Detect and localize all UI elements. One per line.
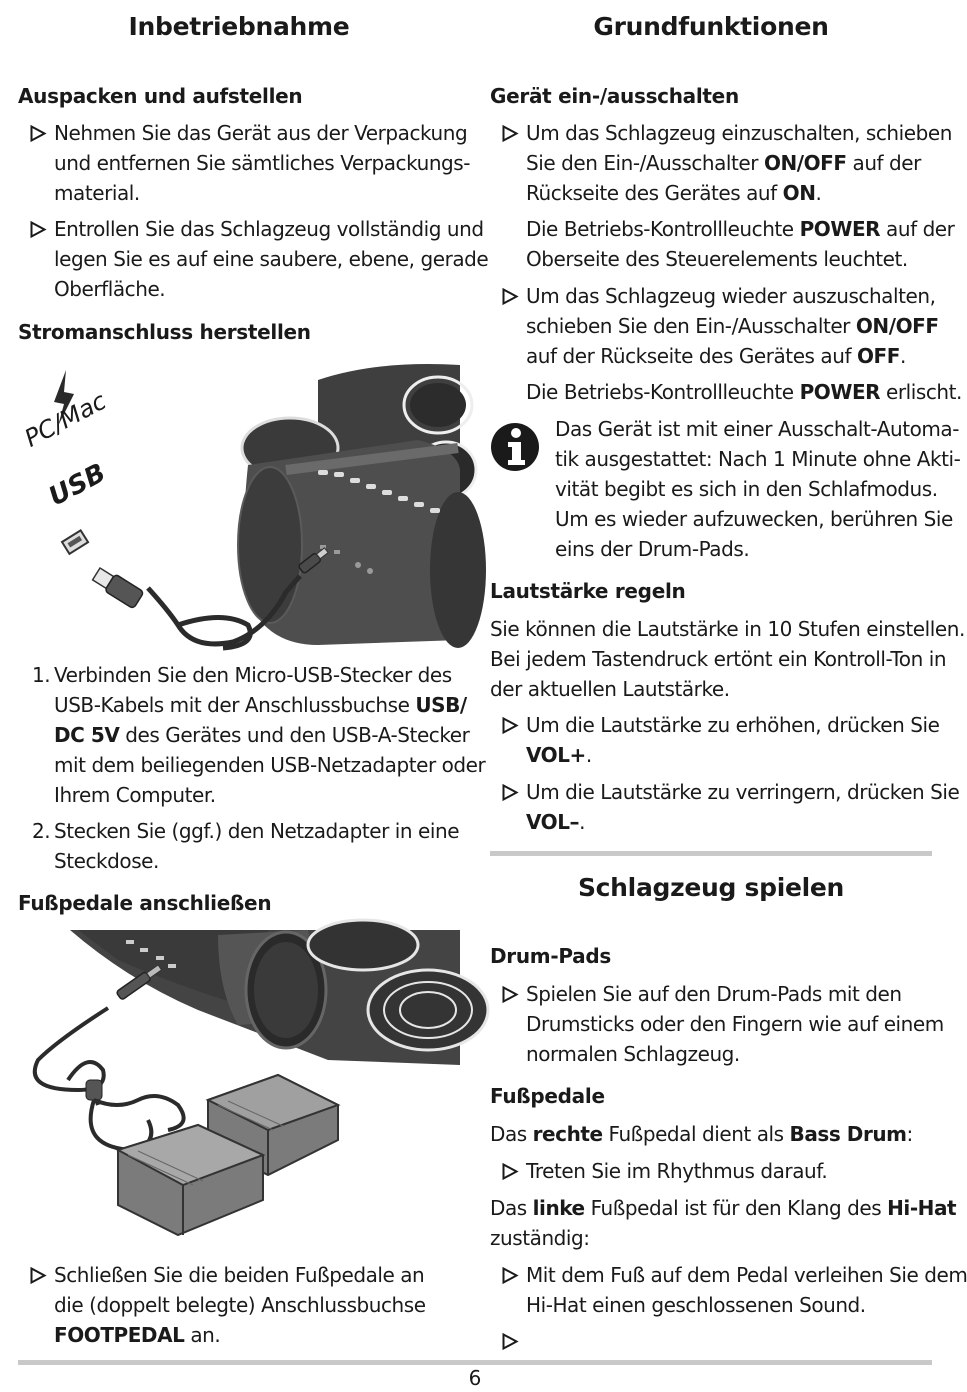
subheading-power: Stromanschluss herstellen (18, 320, 311, 344)
bullet-triangle-icon (502, 1266, 519, 1285)
bullet-triangle-icon (30, 124, 47, 143)
bullet-onoff-2: Um das Schlagzeug wieder auszuschalten, … (490, 281, 939, 371)
text-line: Rückseite des Gerätes auf ON. (526, 181, 822, 205)
text-line: Entrollen Sie das Schlagzeug vollständig… (54, 217, 484, 241)
note-power-off: Die Betriebs-Kontrollleuchte POWER erlis… (490, 377, 962, 407)
text-line: der aktuellen Lautstärke. (490, 677, 730, 701)
text-line: Das linke Fußpedal ist für den Klang des… (490, 1196, 957, 1220)
text-line: auf der Rückseite des Gerätes auf OFF. (526, 344, 906, 368)
text-line: Treten Sie im Rhythmus darauf. (526, 1159, 828, 1183)
note-power-on: Die Betriebs-Kontrollleuchte POWER auf d… (490, 214, 955, 274)
bullet-drum-pads: Spielen Sie auf den Drum-Pads mit den Dr… (490, 979, 944, 1069)
bullet-triangle-icon (30, 220, 47, 239)
bullet-triangle-icon (502, 716, 519, 735)
text-line: Drumsticks oder den Fingern wie auf eine… (526, 1012, 944, 1036)
step-2: 2. Stecken Sie (ggf.) den Netzadapter in… (18, 816, 460, 876)
bullet-triangle-icon (502, 985, 519, 1004)
step-number: 1. (32, 663, 51, 687)
text-line: Oberfläche. (54, 277, 166, 301)
text-line: Ihrem Computer. (54, 783, 216, 807)
text-line: Mit dem Fuß auf dem Pedal verleihen Sie … (526, 1263, 967, 1287)
text-line: die (doppelt belegte) Anschlussbuchse (54, 1293, 426, 1317)
bullet-triangle-icon (30, 1266, 47, 1285)
volume-paragraph: Sie können die Lautstärke in 10 Stufen e… (490, 614, 965, 704)
bullet-onoff-1: Um das Schlagzeug einzuschalten, schiebe… (490, 118, 952, 208)
text-line: FOOTPEDAL an. (54, 1323, 221, 1347)
text-line: Spielen Sie auf den Drum-Pads mit den (526, 982, 902, 1006)
text-line: mit dem beiliegenden USB-Netzadapter ode… (54, 753, 486, 777)
text-line: Um das Schlagzeug einzuschalten, schiebe… (526, 121, 952, 145)
info-note: Das Gerät ist mit einer Ausschalt-Automa… (490, 414, 961, 564)
section-title-schlagzeug-spielen: Schlagzeug spielen (577, 873, 845, 902)
bullet-triangle-icon (502, 1332, 519, 1351)
text-line: Sie den Ein-/Ausschalter ON/OFF auf der (526, 151, 921, 175)
text-line: Um es wieder aufzuwecken, berühren Sie (555, 507, 953, 531)
bullet-unpack-1: Nehmen Sie das Gerät aus der Verpackung … (18, 118, 471, 208)
text-line: zuständig: (490, 1226, 590, 1250)
section-title-grundfunktionen: Grundfunktionen (593, 12, 829, 41)
bullet-foot-1: Treten Sie im Rhythmus darauf. (490, 1156, 932, 1186)
step-number: 2. (32, 819, 51, 843)
subheading-drum-pads: Drum-Pads (490, 944, 611, 968)
text-line: Die Betriebs-Kontrollleuchte POWER auf d… (526, 217, 955, 241)
subheading-unpack: Auspacken und aufstellen (18, 84, 303, 108)
bullet-foot-2: Mit dem Fuß auf dem Pedal verleihen Sie … (490, 1260, 967, 1320)
text-line: legen Sie es auf eine saubere, ebene, ge… (54, 247, 489, 271)
bullet-triangle-icon (502, 287, 519, 306)
text-line: Verbinden Sie den Micro-USB-Stecker des (54, 663, 452, 687)
text-line: Das Gerät ist mit einer Ausschalt-Automa… (555, 417, 959, 441)
subheading-onoff: Gerät ein-/ausschalten (490, 84, 739, 108)
page-number: 6 (468, 1366, 482, 1390)
text-line: Hi-Hat einen geschlossenen Sound. (526, 1293, 866, 1317)
bullet-unpack-2: Entrollen Sie das Schlagzeug vollständig… (18, 214, 489, 304)
text-line: DC 5V des Gerätes und den USB-A-Stecker (54, 723, 470, 747)
foot-paragraph-1: Das rechte Fußpedal dient als Bass Drum: (490, 1119, 932, 1149)
step-1: 1. Verbinden Sie den Micro-USB-Stecker d… (18, 660, 486, 810)
text-line: Steckdose. (54, 849, 159, 873)
text-line: Bei jedem Tastendruck ertönt ein Kontrol… (490, 647, 947, 671)
bullet-vol-up: Um die Lautstärke zu erhöhen, drücken Si… (490, 710, 940, 770)
section-title-inbetriebnahme: Inbetriebnahme (128, 12, 350, 41)
text-line: Nehmen Sie das Gerät aus der Verpackung (54, 121, 468, 145)
text-line: USB-Kabels mit der Anschlussbuchse USB/ (54, 693, 467, 717)
text-line: Das rechte Fußpedal dient als Bass Drum: (490, 1122, 913, 1146)
info-icon (490, 420, 542, 476)
footer-rule (18, 1360, 932, 1365)
text-line: Sie können die Lautstärke in 10 Stufen e… (490, 617, 965, 641)
text-line: Um das Schlagzeug wieder auszuschalten, (526, 284, 936, 308)
section-divider (490, 851, 932, 856)
text-line: schieben Sie den Ein-/Ausschalter ON/OFF (526, 314, 939, 338)
text-line: material. (54, 181, 140, 205)
subheading-fusspedale: Fußpedale (490, 1084, 605, 1108)
text-line: Die Betriebs-Kontrollleuchte POWER erlis… (526, 380, 962, 404)
bullet-triangle-icon (502, 783, 519, 802)
text-line: Um die Lautstärke zu verringern, drücken… (526, 780, 960, 804)
bullet-triangle-icon (502, 1162, 519, 1181)
text-line: VOL+. (526, 743, 592, 767)
info-icon-graphic (491, 423, 539, 471)
text-line: und entfernen Sie sämtliches Verpackungs… (54, 151, 471, 175)
text-line: normalen Schlagzeug. (526, 1042, 740, 1066)
text-line: Um die Lautstärke zu erhöhen, drücken Si… (526, 713, 940, 737)
drum-kit-usb-illustration (54, 364, 486, 651)
bullet-triangle-icon (502, 124, 519, 143)
bullet-vol-down: Um die Lautstärke zu verringern, drücken… (490, 777, 960, 837)
text-line: tik ausgestattet: Nach 1 Minute ohne Akt… (555, 447, 961, 471)
text-line: eins der Drum-Pads. (555, 537, 750, 561)
text-line: Oberseite des Steuerelements leuchtet. (526, 247, 908, 271)
text-line: Stecken Sie (ggf.) den Netzadapter in ei… (54, 819, 460, 843)
text-line: VOL–. (526, 810, 585, 834)
text-line: vität begibt es sich in den Schlafmodus. (555, 477, 938, 501)
subheading-volume: Lautstärke regeln (490, 579, 686, 603)
usb-connection-illustration: PC/Mac USB (18, 360, 486, 651)
footpedal-connection-illustration (32, 918, 490, 1237)
bullet-pedals-1: Schließen Sie die beiden Fußpedale an di… (18, 1260, 460, 1350)
foot-paragraph-2: Das linke Fußpedal ist für den Klang des… (490, 1193, 957, 1253)
lightning-icon (54, 370, 74, 426)
subheading-pedals: Fußpedale anschließen (18, 891, 272, 915)
footpedal-illustration (18, 918, 490, 1248)
text-line: Schließen Sie die beiden Fußpedale an (54, 1263, 425, 1287)
